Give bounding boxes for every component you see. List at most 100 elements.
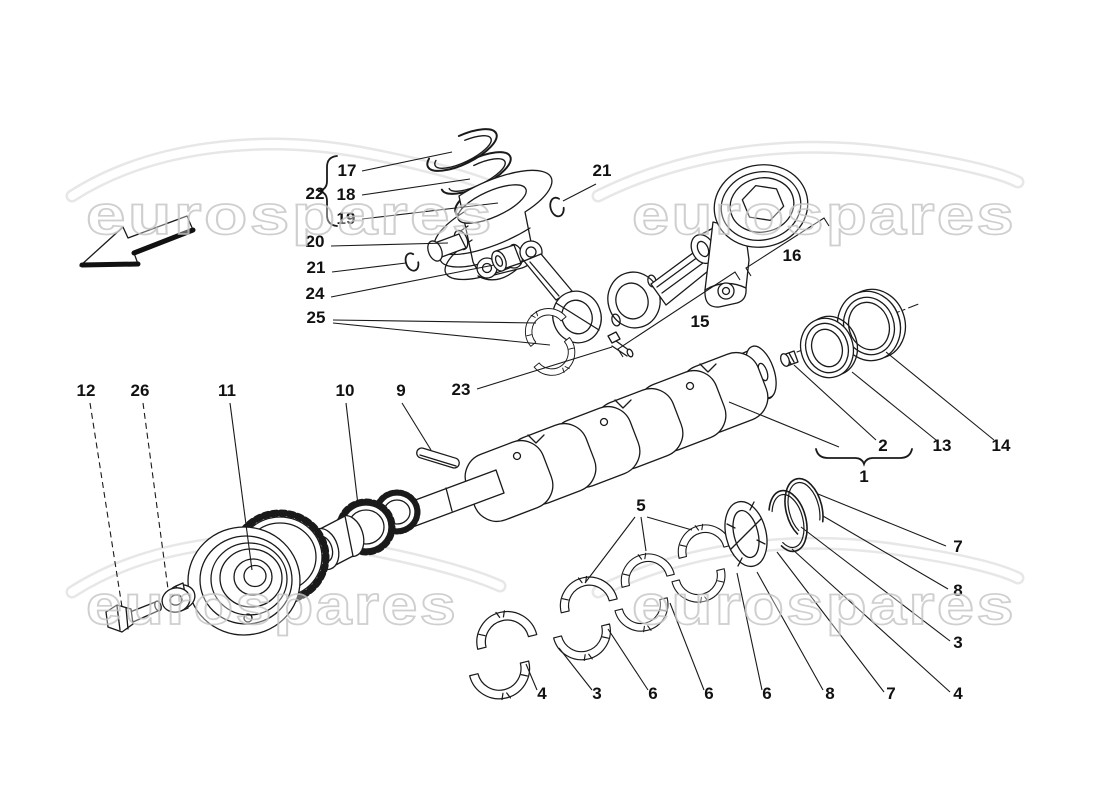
part-label-14: 14 bbox=[992, 436, 1011, 455]
part-label-6c: 6 bbox=[648, 684, 657, 703]
leader-line bbox=[669, 602, 705, 691]
leader-line bbox=[361, 202, 499, 220]
part-label-9: 9 bbox=[396, 381, 405, 400]
part-label-26: 26 bbox=[131, 381, 150, 400]
leader-line bbox=[476, 346, 613, 390]
leader-line bbox=[330, 242, 449, 247]
leader-line bbox=[756, 571, 824, 691]
circlip-left bbox=[404, 252, 420, 272]
part-label-7-bottom: 7 bbox=[886, 684, 895, 703]
leader-lines bbox=[89, 151, 995, 693]
part-label-6a: 6 bbox=[762, 684, 771, 703]
leader-line bbox=[401, 402, 432, 451]
leader-line bbox=[345, 402, 359, 506]
crankshaft bbox=[398, 345, 777, 529]
bracket-16 bbox=[745, 217, 830, 277]
direction-arrow-icon bbox=[79, 215, 196, 268]
part-label-5: 5 bbox=[636, 496, 645, 515]
crank-web-notch bbox=[527, 434, 545, 444]
leader-line bbox=[817, 493, 947, 547]
leader-line bbox=[640, 516, 647, 552]
leader-line bbox=[776, 551, 885, 693]
diagram-line-art bbox=[105, 128, 922, 706]
leader-line bbox=[142, 402, 169, 590]
part-label-13: 13 bbox=[933, 436, 952, 455]
swoosh-top-right bbox=[591, 140, 1025, 203]
part-label-3-right: 3 bbox=[953, 633, 962, 652]
leader-line bbox=[822, 515, 949, 590]
leader-line bbox=[331, 262, 407, 273]
part-label-18: 18 bbox=[337, 185, 356, 204]
crank-web-notch bbox=[614, 399, 632, 409]
part-label-15: 15 bbox=[691, 312, 710, 331]
swoosh-bottom-right bbox=[591, 536, 1025, 599]
watermark-text-group: eurospares eurospares eurospares eurospa… bbox=[85, 182, 1016, 637]
leader-line bbox=[229, 402, 253, 571]
part-label-20: 20 bbox=[306, 232, 325, 251]
leader-line bbox=[851, 371, 937, 441]
crank-web-hole bbox=[512, 451, 522, 461]
part-label-1: 1 bbox=[859, 467, 868, 486]
part-label-4-bottom: 4 bbox=[537, 684, 547, 703]
brace-22 bbox=[317, 155, 338, 227]
leader-line bbox=[361, 178, 471, 196]
part-label-4-right: 4 bbox=[953, 684, 963, 703]
piston-ring bbox=[426, 128, 498, 172]
part-label-16: 16 bbox=[783, 246, 802, 265]
part-label-24: 24 bbox=[306, 284, 325, 303]
piston-right bbox=[704, 164, 809, 308]
part-label-2: 2 bbox=[878, 436, 887, 455]
leader-line bbox=[525, 663, 538, 691]
leader-line bbox=[791, 548, 951, 693]
watermark-text: eurospares bbox=[632, 573, 1016, 636]
part-labels: 17 18 19 22 20 21 24 25 21 16 15 23 12 2… bbox=[77, 161, 1011, 703]
leader-line bbox=[361, 151, 453, 172]
leader-line bbox=[885, 351, 995, 441]
leader-line bbox=[89, 402, 123, 608]
leader-line bbox=[330, 264, 495, 298]
leader-line bbox=[646, 516, 693, 531]
thrust-half-rings bbox=[768, 477, 824, 553]
leader-line bbox=[332, 319, 537, 324]
part-label-12: 12 bbox=[77, 381, 96, 400]
part-label-17: 17 bbox=[338, 161, 357, 180]
small-end-bush bbox=[491, 243, 524, 272]
watermark-text: eurospares bbox=[632, 183, 1016, 246]
bracket-15 bbox=[617, 271, 741, 358]
crank-web-hole bbox=[685, 381, 695, 391]
rod-bolt bbox=[607, 331, 634, 358]
crank-web-notch bbox=[699, 363, 717, 373]
leader-line bbox=[584, 516, 636, 584]
part-label-10: 10 bbox=[336, 381, 355, 400]
thrust-bearing-ring bbox=[724, 500, 768, 568]
part-label-3-bottom: 3 bbox=[592, 684, 601, 703]
leader-line bbox=[800, 526, 951, 642]
leader-line bbox=[332, 322, 551, 346]
leader-line bbox=[562, 183, 597, 202]
pulley-washer bbox=[161, 582, 196, 613]
part-label-25: 25 bbox=[307, 308, 326, 327]
part-label-11: 11 bbox=[218, 381, 236, 400]
part-label-22: 22 bbox=[306, 184, 325, 203]
label-brackets bbox=[317, 155, 913, 467]
part-label-6b: 6 bbox=[704, 684, 713, 703]
part-label-21-left: 21 bbox=[307, 258, 326, 277]
circlip-right bbox=[549, 196, 565, 218]
part-label-8-right: 8 bbox=[953, 581, 962, 600]
swoosh-top-left bbox=[65, 137, 507, 203]
leader-line bbox=[736, 572, 763, 691]
pulley-bolt bbox=[105, 600, 162, 633]
watermark-text: eurospares bbox=[86, 573, 458, 636]
crank-web-hole bbox=[599, 417, 609, 427]
part-label-19: 19 bbox=[337, 209, 356, 228]
leader-line bbox=[728, 401, 840, 448]
leader-line bbox=[793, 364, 877, 441]
leader-line bbox=[558, 647, 593, 691]
gudgeon-pin bbox=[427, 229, 469, 262]
leader-line bbox=[607, 628, 649, 691]
bearing-shell-pair bbox=[456, 604, 550, 706]
connecting-rod-left bbox=[519, 240, 602, 344]
part-label-21-right: 21 bbox=[593, 161, 612, 180]
